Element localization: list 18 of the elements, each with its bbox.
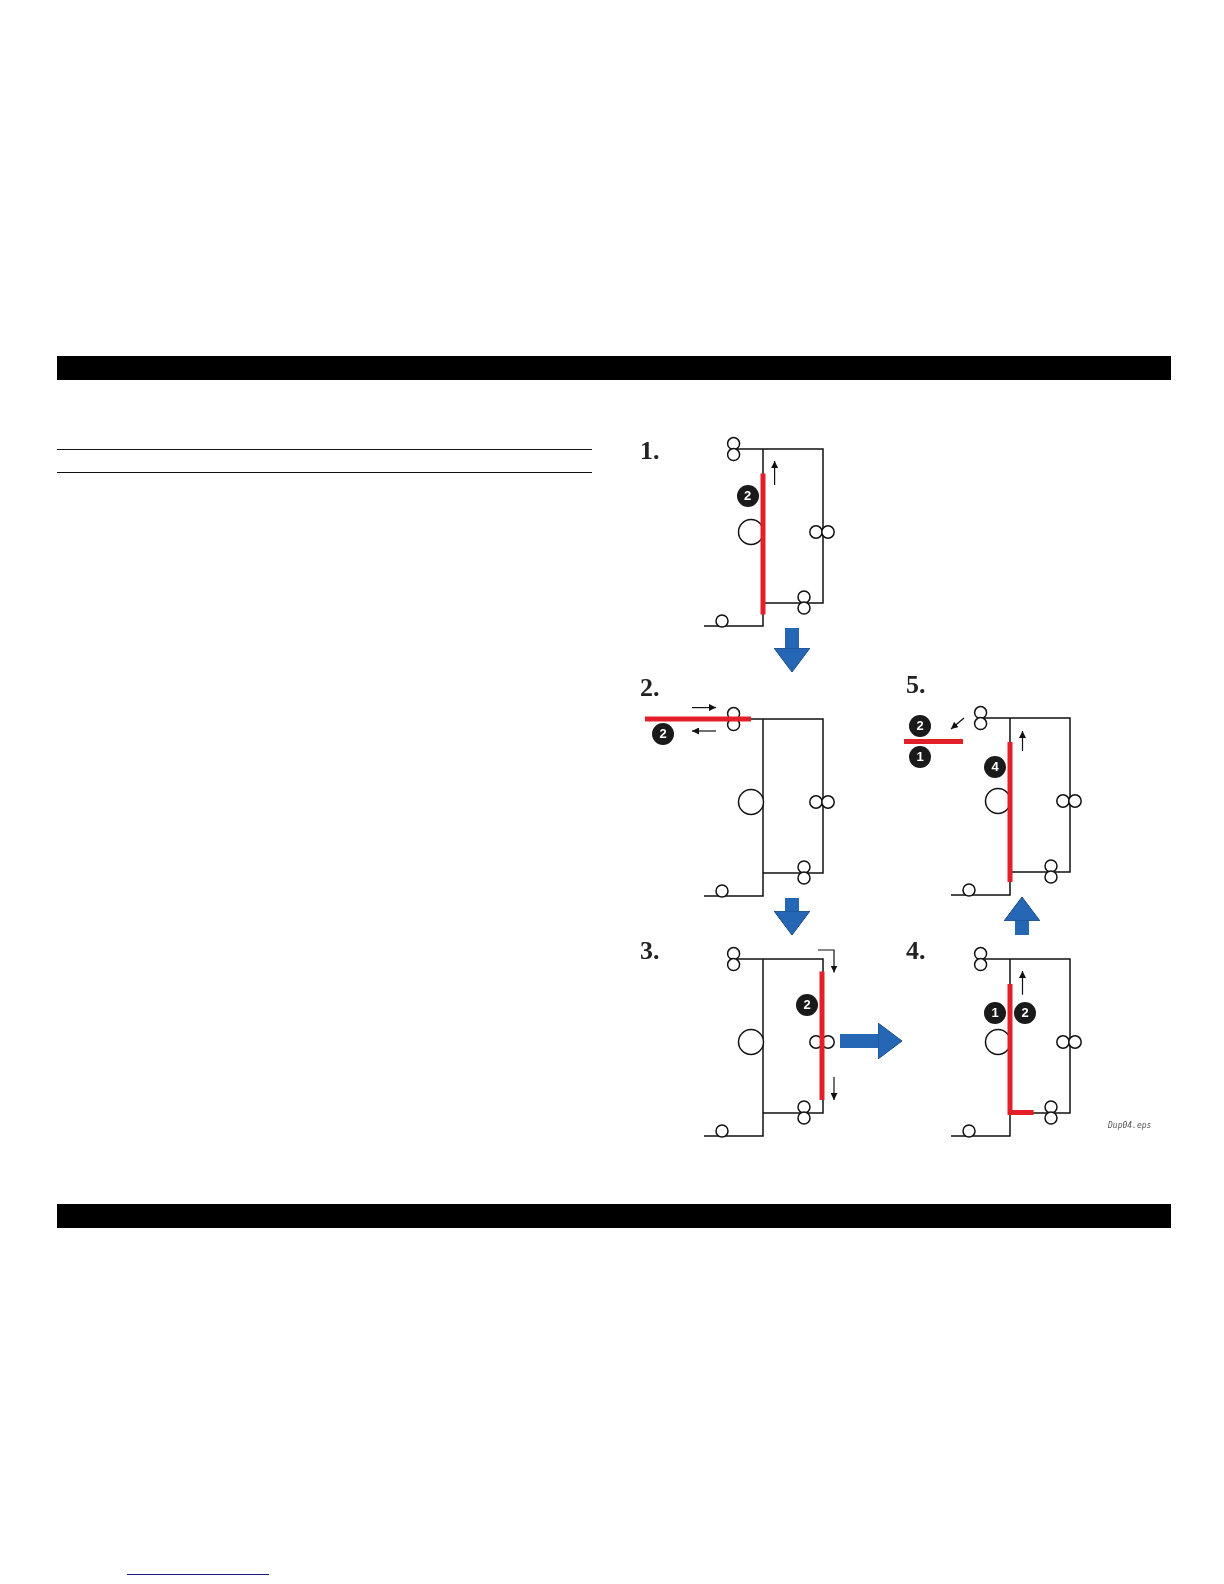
step-number: 3.	[640, 937, 660, 965]
callout-number: 2	[796, 993, 818, 1016]
callout-number: 1	[984, 1002, 1006, 1024]
callout-number: 1	[909, 745, 931, 768]
step-number: 4.	[906, 937, 926, 965]
block-arrow	[840, 1022, 903, 1060]
block-arrow	[773, 628, 811, 673]
step-number: 2.	[640, 674, 660, 702]
block-arrow	[1003, 896, 1041, 935]
callout-number: 2	[736, 485, 759, 507]
callout-number: 2	[652, 723, 674, 745]
step-number: 1.	[640, 437, 660, 465]
callout-number: 2	[1014, 1002, 1036, 1024]
block-arrow	[773, 898, 811, 936]
callout-number: 2	[909, 715, 931, 737]
step-number: 5.	[906, 671, 926, 699]
file-name: Dup04.eps	[1108, 1121, 1152, 1130]
callout-number: 4	[984, 756, 1006, 778]
